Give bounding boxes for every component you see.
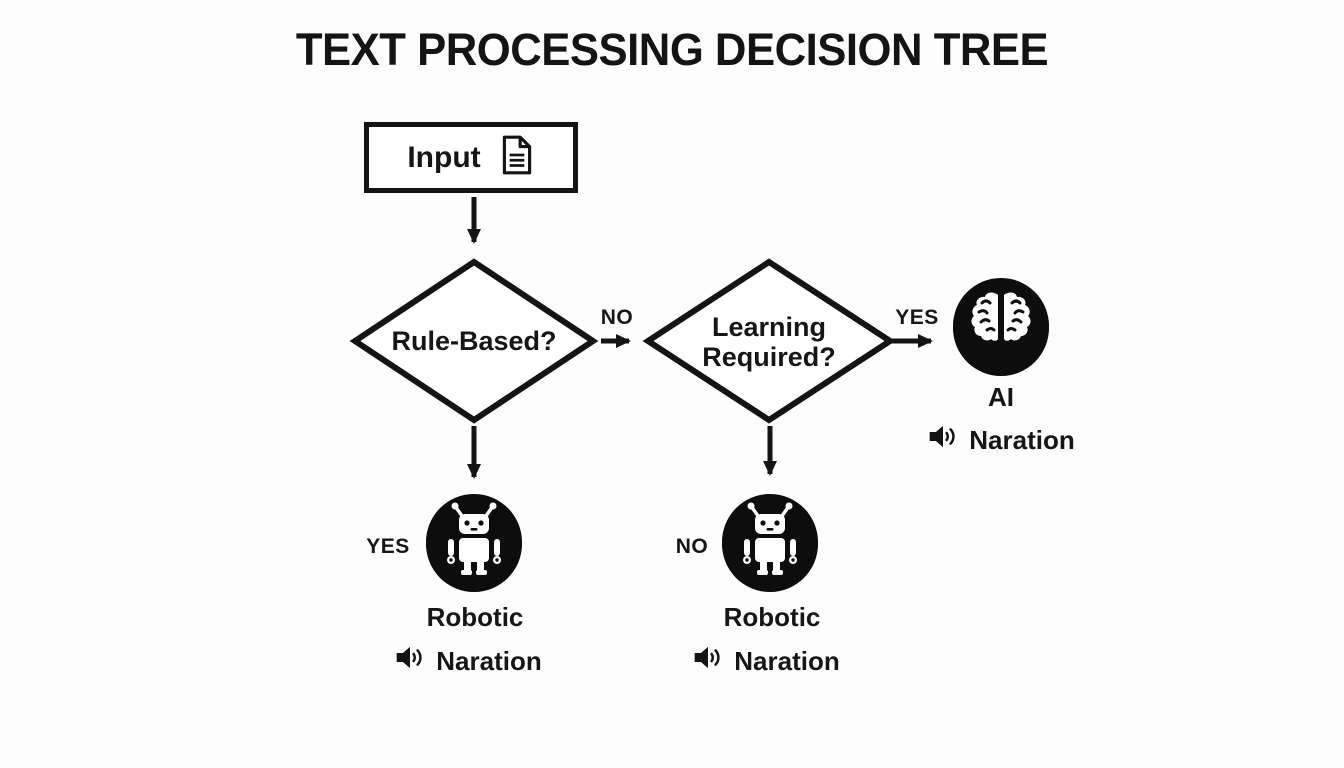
node-robotic-left [426,493,522,595]
rule-based-label: Rule-Based? [391,325,557,356]
diamond-rule-based [349,258,599,424]
learning-required-label: Learning Required? [702,311,836,372]
speaker-icon [394,643,426,679]
branch-label-no: NO [675,535,709,558]
edge-label-yes: YES [895,306,939,329]
node-robotic-middle [722,493,818,595]
robotic-left-narration-label: Naration [436,645,542,676]
ai-narration-row: Naration [913,422,1089,458]
ai-caption: AI [988,382,1014,412]
speaker-icon [927,422,959,458]
branch-label-yes: YES [366,535,410,558]
robotic-middle-narration-row: Naration [678,643,854,679]
input-label: Input [407,140,481,174]
page-title: TEXT PROCESSING DECISION TREE [295,24,1049,75]
robot-icon [426,493,522,595]
robotic-middle-narration-label: Naration [734,645,840,676]
robot-icon [722,493,818,595]
document-icon [499,134,535,181]
node-input: Input [364,122,578,193]
brain-icon [953,277,1049,379]
edge-label-no: NO [600,306,634,329]
ai-narration-label: Naration [969,424,1075,455]
robotic-left-caption: Robotic [426,602,524,632]
speaker-icon [692,643,724,679]
diamond-learning-required [642,258,896,424]
robotic-left-narration-row: Naration [380,643,556,679]
node-ai [953,277,1049,379]
robotic-middle-caption: Robotic [723,602,821,632]
